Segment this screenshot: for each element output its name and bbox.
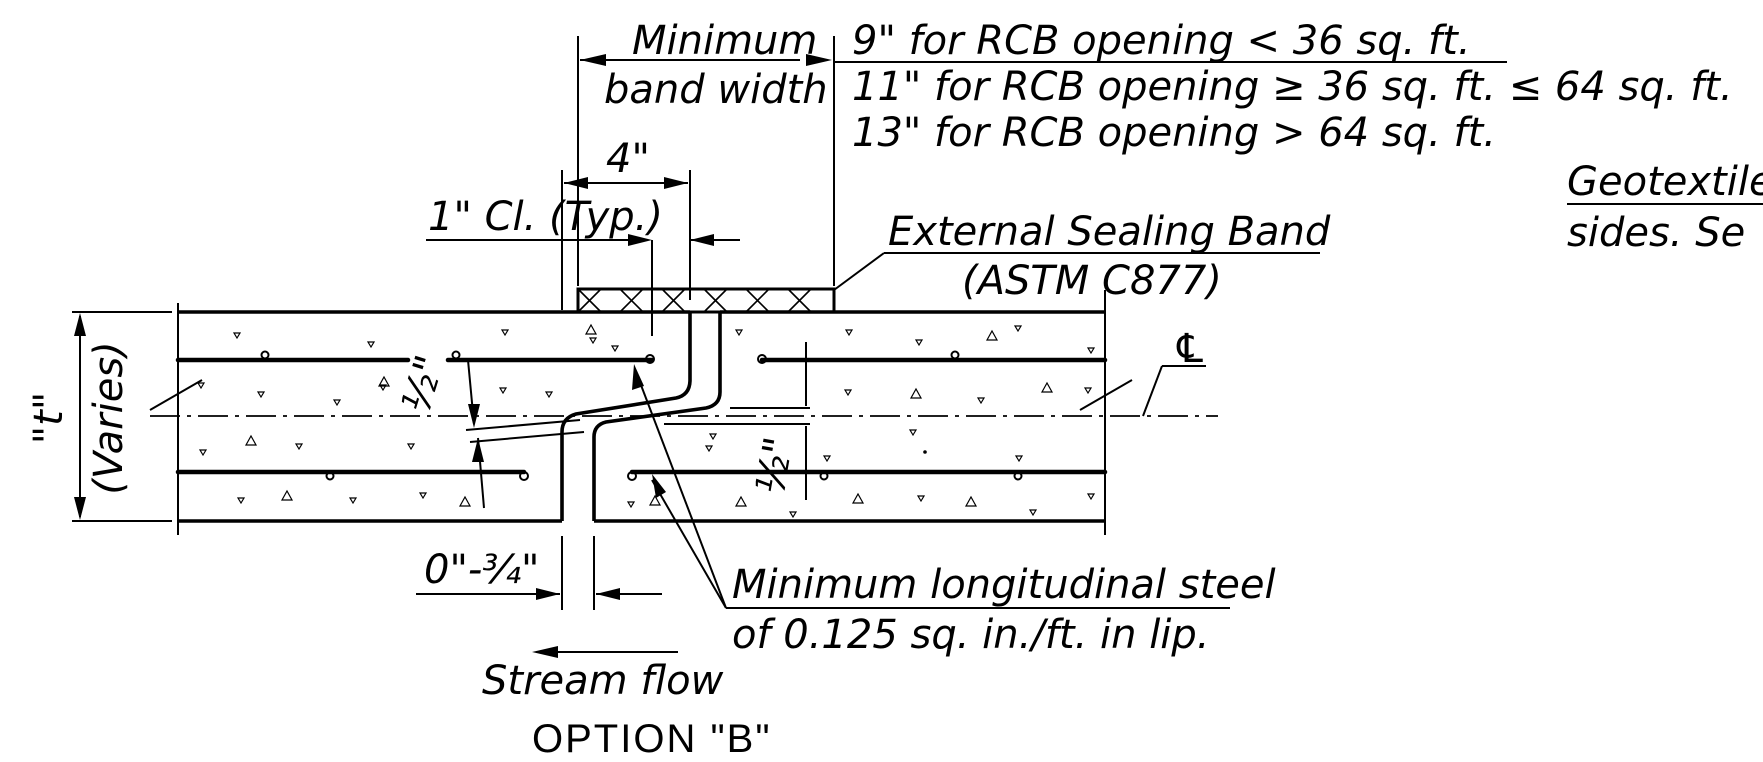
stream-flow-label: Stream flow — [482, 658, 724, 704]
centerline-symbol: ℄ — [1172, 326, 1208, 372]
steel-note-line1: Minimum longitudinal steel — [732, 562, 1276, 608]
half-inch-right-label: ½" — [748, 434, 803, 498]
stream-flow: Stream flow — [482, 646, 724, 704]
steel-callout: Minimum longitudinal steel of 0.125 sq. … — [632, 364, 1276, 658]
geotextile-line2: sides. Se — [1567, 210, 1745, 256]
thickness-dimension: "t" (Varies) — [26, 311, 172, 522]
clear-cover-label: 1" Cl. (Typ.) — [428, 194, 663, 240]
left-break-line — [149, 379, 203, 411]
centerline: ℄ — [150, 326, 1218, 417]
external-sealing-band — [576, 287, 836, 314]
min-band-rule-3: 13" for RCB opening > 64 sq. ft. — [852, 110, 1496, 156]
sealing-band-line1: External Sealing Band — [888, 209, 1331, 255]
steel-note-line2: of 0.125 sq. in./ft. in lip. — [732, 612, 1210, 658]
thickness-note: (Varies) — [86, 341, 132, 495]
gap-label: 0"-¾" — [424, 547, 539, 593]
gap-dimension: 0"-¾" — [416, 536, 662, 610]
right-slab — [592, 290, 1106, 535]
min-band-rule-2: 11" for RCB opening ≥ 36 sq. ft. ≤ 64 sq… — [852, 64, 1733, 110]
right-break-line — [1079, 379, 1133, 411]
reinforcement — [175, 350, 1108, 481]
min-band-rule-1: 9" for RCB opening < 36 sq. ft. — [852, 18, 1471, 64]
sealing-band-callout: External Sealing Band (ASTM C877) — [833, 209, 1331, 304]
clear-cover-dimension: 1" Cl. (Typ.) — [426, 194, 740, 336]
min-band-label-line2: band width — [604, 67, 828, 113]
left-slab — [177, 303, 692, 535]
geotextile-note: Geotextile sides. Se — [1567, 159, 1763, 256]
option-title: OPTION "B" — [532, 717, 772, 761]
half-inch-left-dimension: ½" — [393, 350, 585, 509]
thickness-symbol: "t" — [26, 392, 72, 444]
sealing-band-line2: (ASTM C877) — [962, 258, 1222, 304]
min-band-width-dimension: Minimum band width 9" for RCB opening < … — [577, 18, 1733, 286]
aggregate-marks — [196, 323, 1096, 519]
half-inch-right-dimension: ½" — [664, 342, 810, 500]
four-inch-label: 4" — [606, 136, 650, 182]
min-band-label-line1: Minimum — [632, 18, 817, 64]
geotextile-line1: Geotextile — [1567, 159, 1763, 205]
